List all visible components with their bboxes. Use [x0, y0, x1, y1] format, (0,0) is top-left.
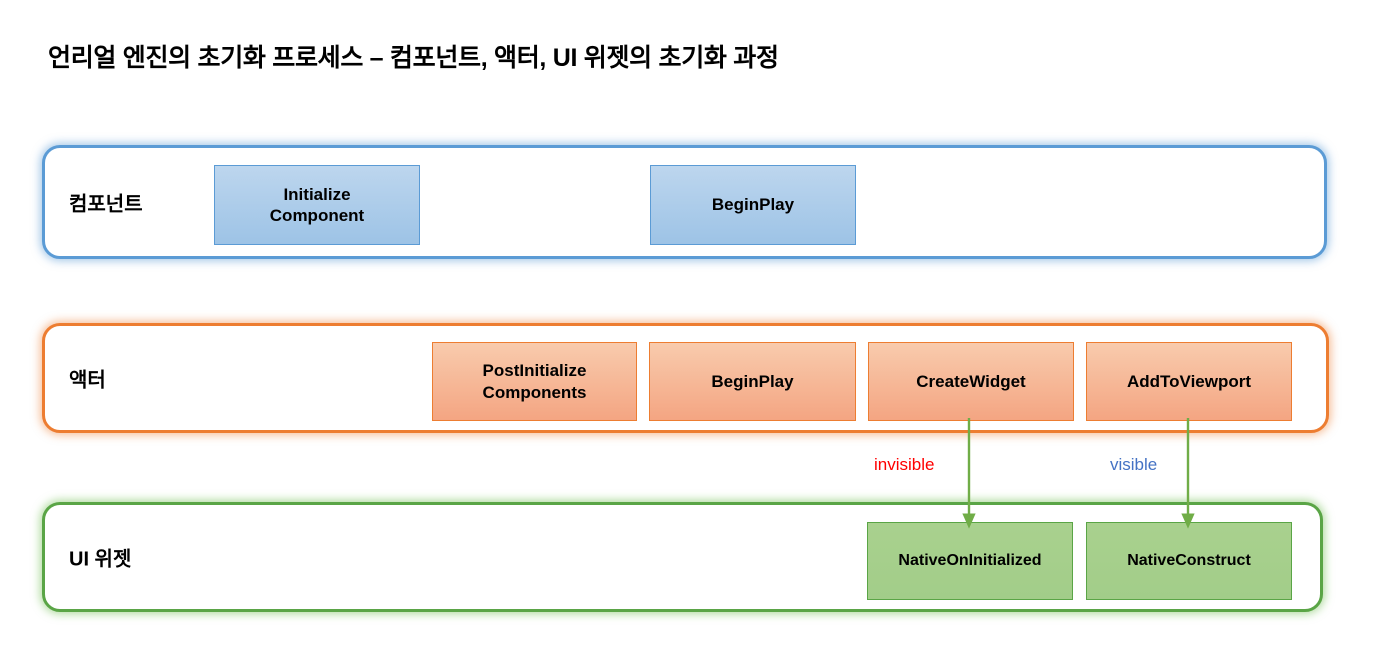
step-createwidget[interactable]: CreateWidget: [868, 342, 1074, 421]
step-line-2: Components: [482, 382, 587, 402]
lane-widget: UI 위젯 NativeOnInitialized NativeConstruc…: [42, 502, 1323, 612]
step-initialize-component[interactable]: Initialize Component: [214, 165, 420, 245]
step-nativeconstruct-text: NativeConstruct: [1127, 552, 1251, 569]
step-component-beginplay-text: BeginPlay: [711, 195, 795, 215]
step-line-2: Component: [269, 206, 365, 225]
step-nativeconstruct[interactable]: NativeConstruct: [1086, 522, 1292, 600]
step-component-beginplay[interactable]: BeginPlay: [650, 165, 856, 245]
step-actor-beginplay[interactable]: BeginPlay: [649, 342, 856, 421]
edge-label-visible: visible: [1110, 455, 1158, 474]
lane-actor: 액터 PostInitialize Components BeginPlay C…: [42, 323, 1329, 433]
lane-component: 컴포넌트 Initialize Component BeginPlay: [42, 145, 1327, 259]
step-nativeoninitialized[interactable]: NativeOnInitialized: [867, 522, 1073, 600]
step-nativeoninitialized-text: NativeOnInitialized: [898, 552, 1042, 569]
step-postinitializecomponents[interactable]: PostInitialize Components: [432, 342, 637, 421]
step-createwidget-text: CreateWidget: [916, 371, 1026, 391]
step-line-1: Initialize: [283, 184, 351, 204]
step-addtoviewport-text: AddToViewport: [1126, 371, 1252, 391]
step-addtoviewport[interactable]: AddToViewport: [1086, 342, 1292, 421]
lane-label-widget: UI 위젯: [69, 548, 132, 571]
step-actor-beginplay-text: BeginPlay: [711, 371, 794, 391]
page-title: 언리얼 엔진의 초기화 프로세스 – 컴포넌트, 액터, UI 위젯의 초기화 …: [48, 44, 779, 72]
step-initialize-component-text: Initialize Component: [270, 184, 364, 227]
edge-label-invisible: invisible: [874, 455, 935, 474]
step-postinitializecomponents-text: PostInitialize Components: [483, 360, 587, 403]
step-line-1: PostInitialize: [482, 361, 587, 381]
lane-label-component: 컴포넌트: [69, 193, 143, 216]
lane-label-actor: 액터: [69, 369, 106, 392]
